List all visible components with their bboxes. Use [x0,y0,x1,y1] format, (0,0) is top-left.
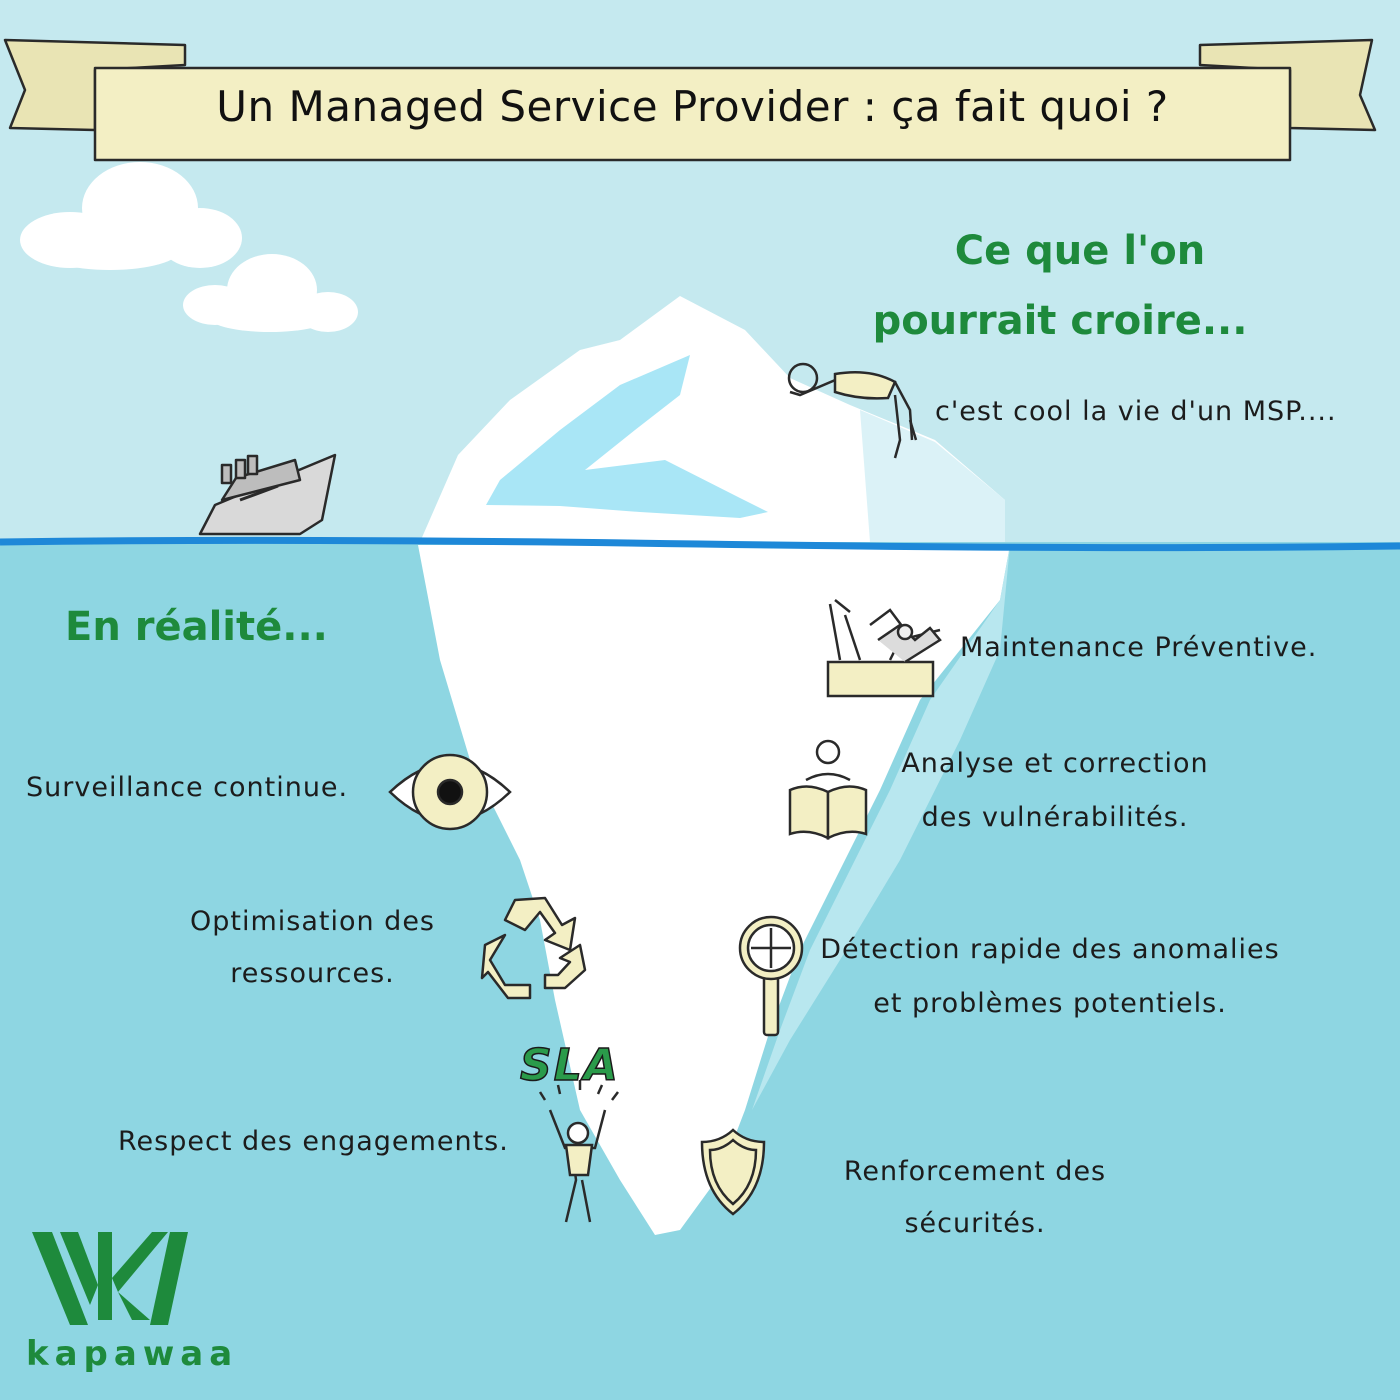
iceberg-tip [420,296,1005,542]
cloud-icon [20,162,242,270]
item-optimisation-line1: Optimisation des [189,906,435,937]
item-detection-line1: Détection rapide des anomalies [820,934,1280,965]
title-banner [3,38,1377,162]
ship-icon [198,453,337,536]
item-renforcement-line1: Renforcement des [843,1156,1107,1187]
iceberg-underwater [418,545,1010,1235]
above-heading-line2: pourrait croire... [872,298,1248,344]
item-respect: Respect des engagements. [118,1126,509,1157]
item-surveillance: Surveillance continue. [26,772,349,803]
reading-person-icon [788,739,868,841]
relaxing-person-icon [787,362,918,459]
above-caption: c'est cool la vie d'un MSP.... [935,396,1337,427]
item-analyse-line2: des vulnérabilités. [921,802,1189,833]
item-optimisation-line2: ressources. [230,958,395,989]
item-detection-line2: et problèmes potentiels. [873,988,1227,1019]
cloud-icon [183,254,358,332]
page-title: Un Managed Service Provider : ça fait qu… [216,82,1169,131]
recycle-icon [480,896,587,1000]
below-heading: En réalité... [65,604,328,650]
item-renforcement-line2: sécurités. [904,1208,1046,1239]
toolbox-icon [826,599,942,698]
eye-icon [388,753,512,831]
sla-label: SLA [519,1039,620,1092]
item-analyse-line1: Analyse et correction [901,748,1209,779]
brand-name: kapawaa [26,1334,239,1374]
cheering-person-icon [538,1080,619,1223]
magnifier-icon [738,915,804,1037]
waterline [0,536,1400,552]
item-maintenance: Maintenance Préventive. [960,632,1318,663]
above-heading-line1: Ce que l'on [954,228,1206,274]
kapawaa-logo [32,1232,188,1325]
shield-icon [700,1128,766,1216]
